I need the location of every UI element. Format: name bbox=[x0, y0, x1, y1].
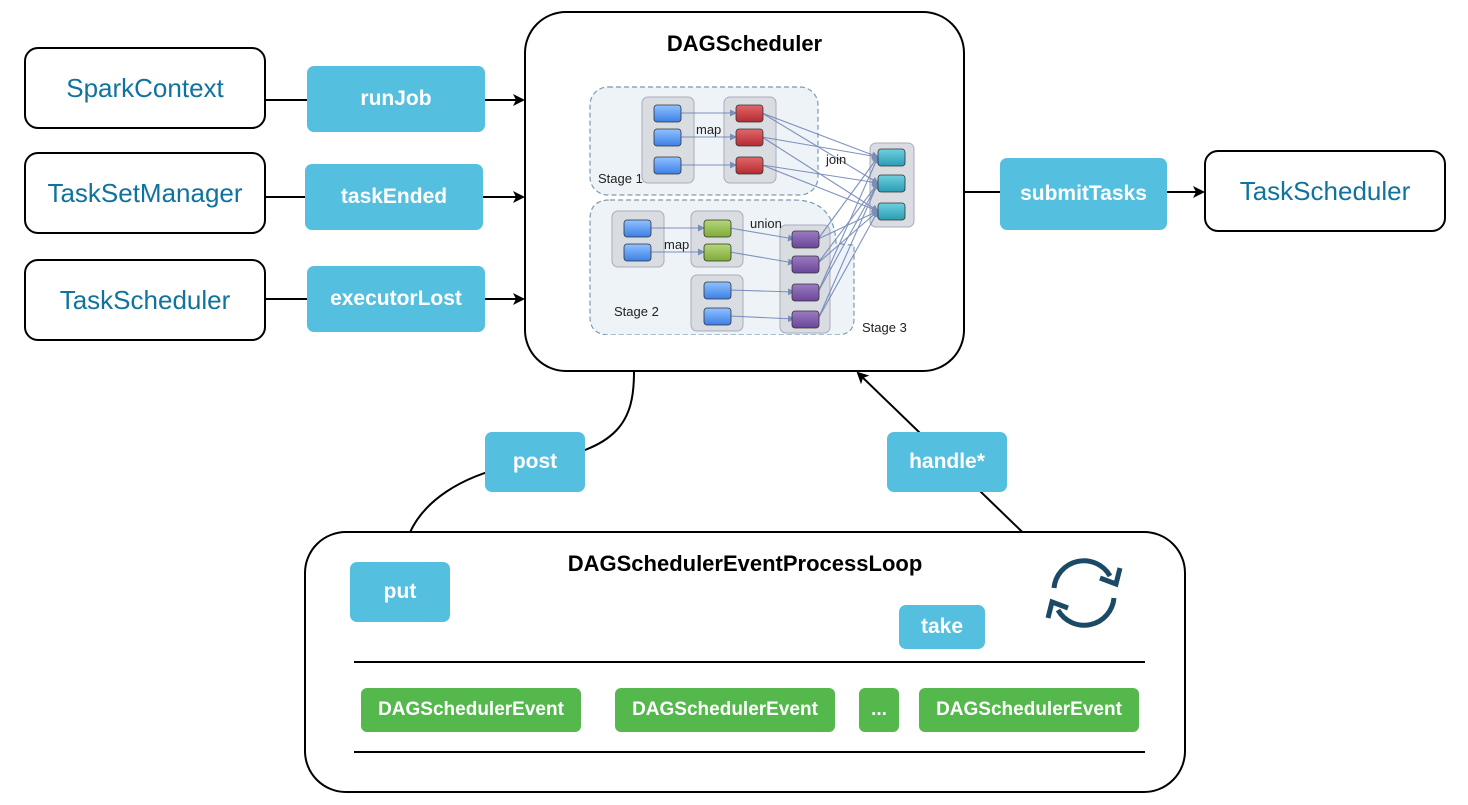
map-label-2: map bbox=[664, 237, 689, 252]
queue-event-3: DAGSchedulerEvent bbox=[919, 688, 1139, 732]
event-loop-title: DAGSchedulerEventProcessLoop bbox=[567, 551, 923, 576]
stage-graph: Stage 1 Stage 2 Stage 3 map map join uni… bbox=[584, 73, 924, 335]
task-set-manager-box: TaskSetManager bbox=[24, 152, 266, 234]
put-label: put bbox=[350, 562, 450, 622]
queue-event-2: DAGSchedulerEvent bbox=[615, 688, 835, 732]
stage1-label: Stage 1 bbox=[598, 171, 643, 186]
queue-bottom-line bbox=[354, 751, 1145, 753]
queue-top-line bbox=[354, 661, 1145, 663]
runjob-label: runJob bbox=[307, 66, 485, 132]
queue-ellipsis: ... bbox=[859, 688, 899, 732]
map-label-1: map bbox=[696, 122, 721, 137]
executorlost-label: executorLost bbox=[307, 266, 485, 332]
post-label: post bbox=[485, 432, 585, 492]
join-label: join bbox=[825, 152, 846, 167]
loop-sync-icon bbox=[1045, 558, 1123, 628]
union-label: union bbox=[750, 216, 782, 231]
take-label: take bbox=[899, 605, 985, 649]
handle-label: handle* bbox=[887, 432, 1007, 492]
spark-context-box: SparkContext bbox=[24, 47, 266, 129]
dag-scheduler-box: DAGScheduler bbox=[524, 11, 965, 372]
dag-scheduler-title: DAGScheduler bbox=[666, 31, 823, 56]
stage2-label: Stage 2 bbox=[614, 304, 659, 319]
taskended-label: taskEnded bbox=[305, 164, 483, 230]
submittasks-label: submitTasks bbox=[1000, 158, 1167, 230]
stage3-label: Stage 3 bbox=[862, 320, 907, 335]
task-scheduler-target-box: TaskScheduler bbox=[1204, 150, 1446, 232]
task-scheduler-source-box: TaskScheduler bbox=[24, 259, 266, 341]
queue-event-1: DAGSchedulerEvent bbox=[361, 688, 581, 732]
